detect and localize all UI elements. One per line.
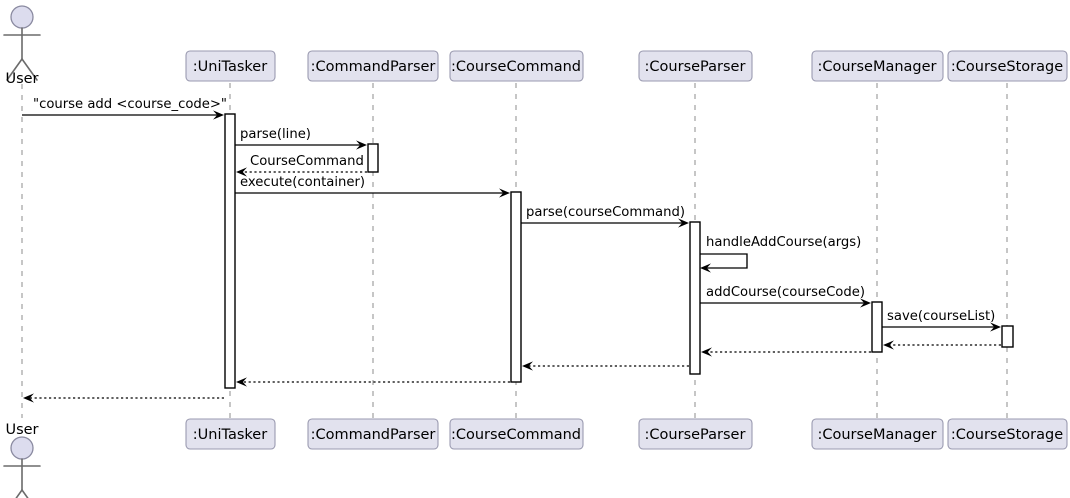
participant-coursecommand-top[interactable]: :CourseCommand — [449, 50, 584, 82]
actor-label-bottom: User — [5, 422, 38, 438]
arrowhead — [23, 393, 34, 403]
participant-box[interactable] — [185, 50, 276, 82]
message-label-7: addCourse(courseCode) — [706, 285, 865, 300]
activation-bar-coursemanager — [871, 301, 883, 353]
arrowhead — [700, 263, 711, 273]
activation-bar-coursestorage — [1001, 325, 1014, 348]
participant-commandparser-top[interactable]: :CommandParser — [307, 50, 439, 82]
participant-unitasker-bottom[interactable]: :UniTasker — [185, 418, 276, 450]
message-labels-layer: "course add <course_code>" parse(line) Cou… — [33, 97, 995, 324]
participant-label: :CourseCommand — [451, 59, 581, 75]
activation-bar-commandparser — [367, 143, 379, 173]
actor-user-bottom[interactable]: User — [3, 422, 41, 498]
participant-commandparser-bottom[interactable]: :CommandParser — [307, 418, 439, 450]
actor-label-top: User — [5, 71, 38, 87]
participant-coursestorage-top[interactable]: :CourseStorage — [947, 50, 1068, 82]
participant-label: :CourseParser — [645, 427, 746, 443]
messages-layer — [22, 110, 1001, 403]
arrowhead — [499, 188, 510, 198]
message-label-3: CourseCommand — [250, 154, 364, 169]
arrowhead — [356, 140, 367, 150]
participant-label: :CommandParser — [311, 59, 436, 75]
message-11 — [522, 361, 689, 371]
participant-coursecommand-bottom[interactable]: :CourseCommand — [449, 418, 584, 450]
actor-head-icon — [10, 436, 34, 460]
participant-label: :CourseManager — [817, 59, 936, 75]
participant-box[interactable] — [811, 418, 944, 450]
actor-leg-right — [21, 58, 38, 81]
arrowhead — [236, 377, 247, 387]
message-12 — [236, 377, 510, 387]
message-label-4: execute(container) — [240, 175, 365, 190]
arrowhead — [701, 347, 712, 357]
message-2 — [235, 140, 367, 150]
participant-box[interactable] — [811, 50, 944, 82]
activation-bar-unitasker — [224, 113, 236, 389]
participant-box[interactable] — [307, 50, 439, 82]
participant-label: :CourseParser — [645, 59, 746, 75]
arrowhead — [236, 167, 247, 177]
actor-leg-right — [21, 489, 29, 498]
participant-label: :CommandParser — [311, 427, 436, 443]
participant-box[interactable] — [947, 418, 1068, 450]
arrowhead — [883, 340, 894, 350]
actor-user-top[interactable]: User — [3, 5, 41, 87]
participant-box[interactable] — [185, 418, 276, 450]
message-6 — [700, 253, 748, 273]
participant-box[interactable] — [449, 418, 584, 450]
actor-leg-left — [15, 489, 23, 498]
participant-coursestorage-bottom[interactable]: :CourseStorage — [947, 418, 1068, 450]
actor-leg-left — [6, 58, 23, 81]
participant-label: :CourseStorage — [951, 427, 1063, 443]
participant-label: :CourseStorage — [951, 59, 1063, 75]
message-label-8: save(courseList) — [887, 309, 995, 324]
arrowhead — [990, 322, 1001, 332]
participant-unitasker-top[interactable]: :UniTasker — [185, 50, 276, 82]
participant-courseparser-top[interactable]: :CourseParser — [638, 50, 753, 82]
message-3 — [236, 167, 367, 177]
participant-label: :UniTasker — [193, 59, 267, 75]
participant-box[interactable] — [638, 50, 753, 82]
participant-box[interactable] — [947, 50, 1068, 82]
message-label-1: "course add <course_code>" — [33, 97, 227, 112]
message-1 — [22, 110, 224, 120]
participant-box[interactable] — [307, 418, 439, 450]
activation-bar-courseparser — [689, 221, 701, 375]
message-8 — [882, 322, 1001, 332]
participant-courseparser-bottom[interactable]: :CourseParser — [638, 418, 753, 450]
participant-label: :CourseCommand — [451, 427, 581, 443]
participant-box[interactable] — [638, 418, 753, 450]
activations-layer — [224, 113, 1014, 389]
message-5 — [521, 218, 689, 228]
message-4 — [235, 188, 510, 198]
message-13 — [23, 393, 224, 403]
actor-head-icon — [10, 5, 34, 29]
message-9 — [883, 340, 1001, 350]
message-label-5: parse(courseCommand) — [526, 205, 685, 220]
participant-coursemanager-bottom[interactable]: :CourseManager — [811, 418, 944, 450]
participants-layer: :UniTasker :UniTasker :CommandParser :Comma… — [185, 50, 1068, 450]
message-label-6: handleAddCourse(args) — [706, 235, 861, 250]
participant-label: :CourseManager — [817, 427, 936, 443]
participant-box[interactable] — [449, 50, 584, 82]
arrowhead — [522, 361, 533, 371]
message-label-2: parse(line) — [240, 127, 311, 142]
message-path — [700, 253, 748, 269]
participant-label: :UniTasker — [193, 427, 267, 443]
arrowhead — [860, 298, 871, 308]
activation-bar-coursecommand — [510, 191, 522, 383]
arrowhead — [678, 218, 689, 228]
arrowhead — [213, 110, 224, 120]
message-10 — [701, 347, 871, 357]
message-7 — [700, 298, 871, 308]
participant-coursemanager-top[interactable]: :CourseManager — [811, 50, 944, 82]
